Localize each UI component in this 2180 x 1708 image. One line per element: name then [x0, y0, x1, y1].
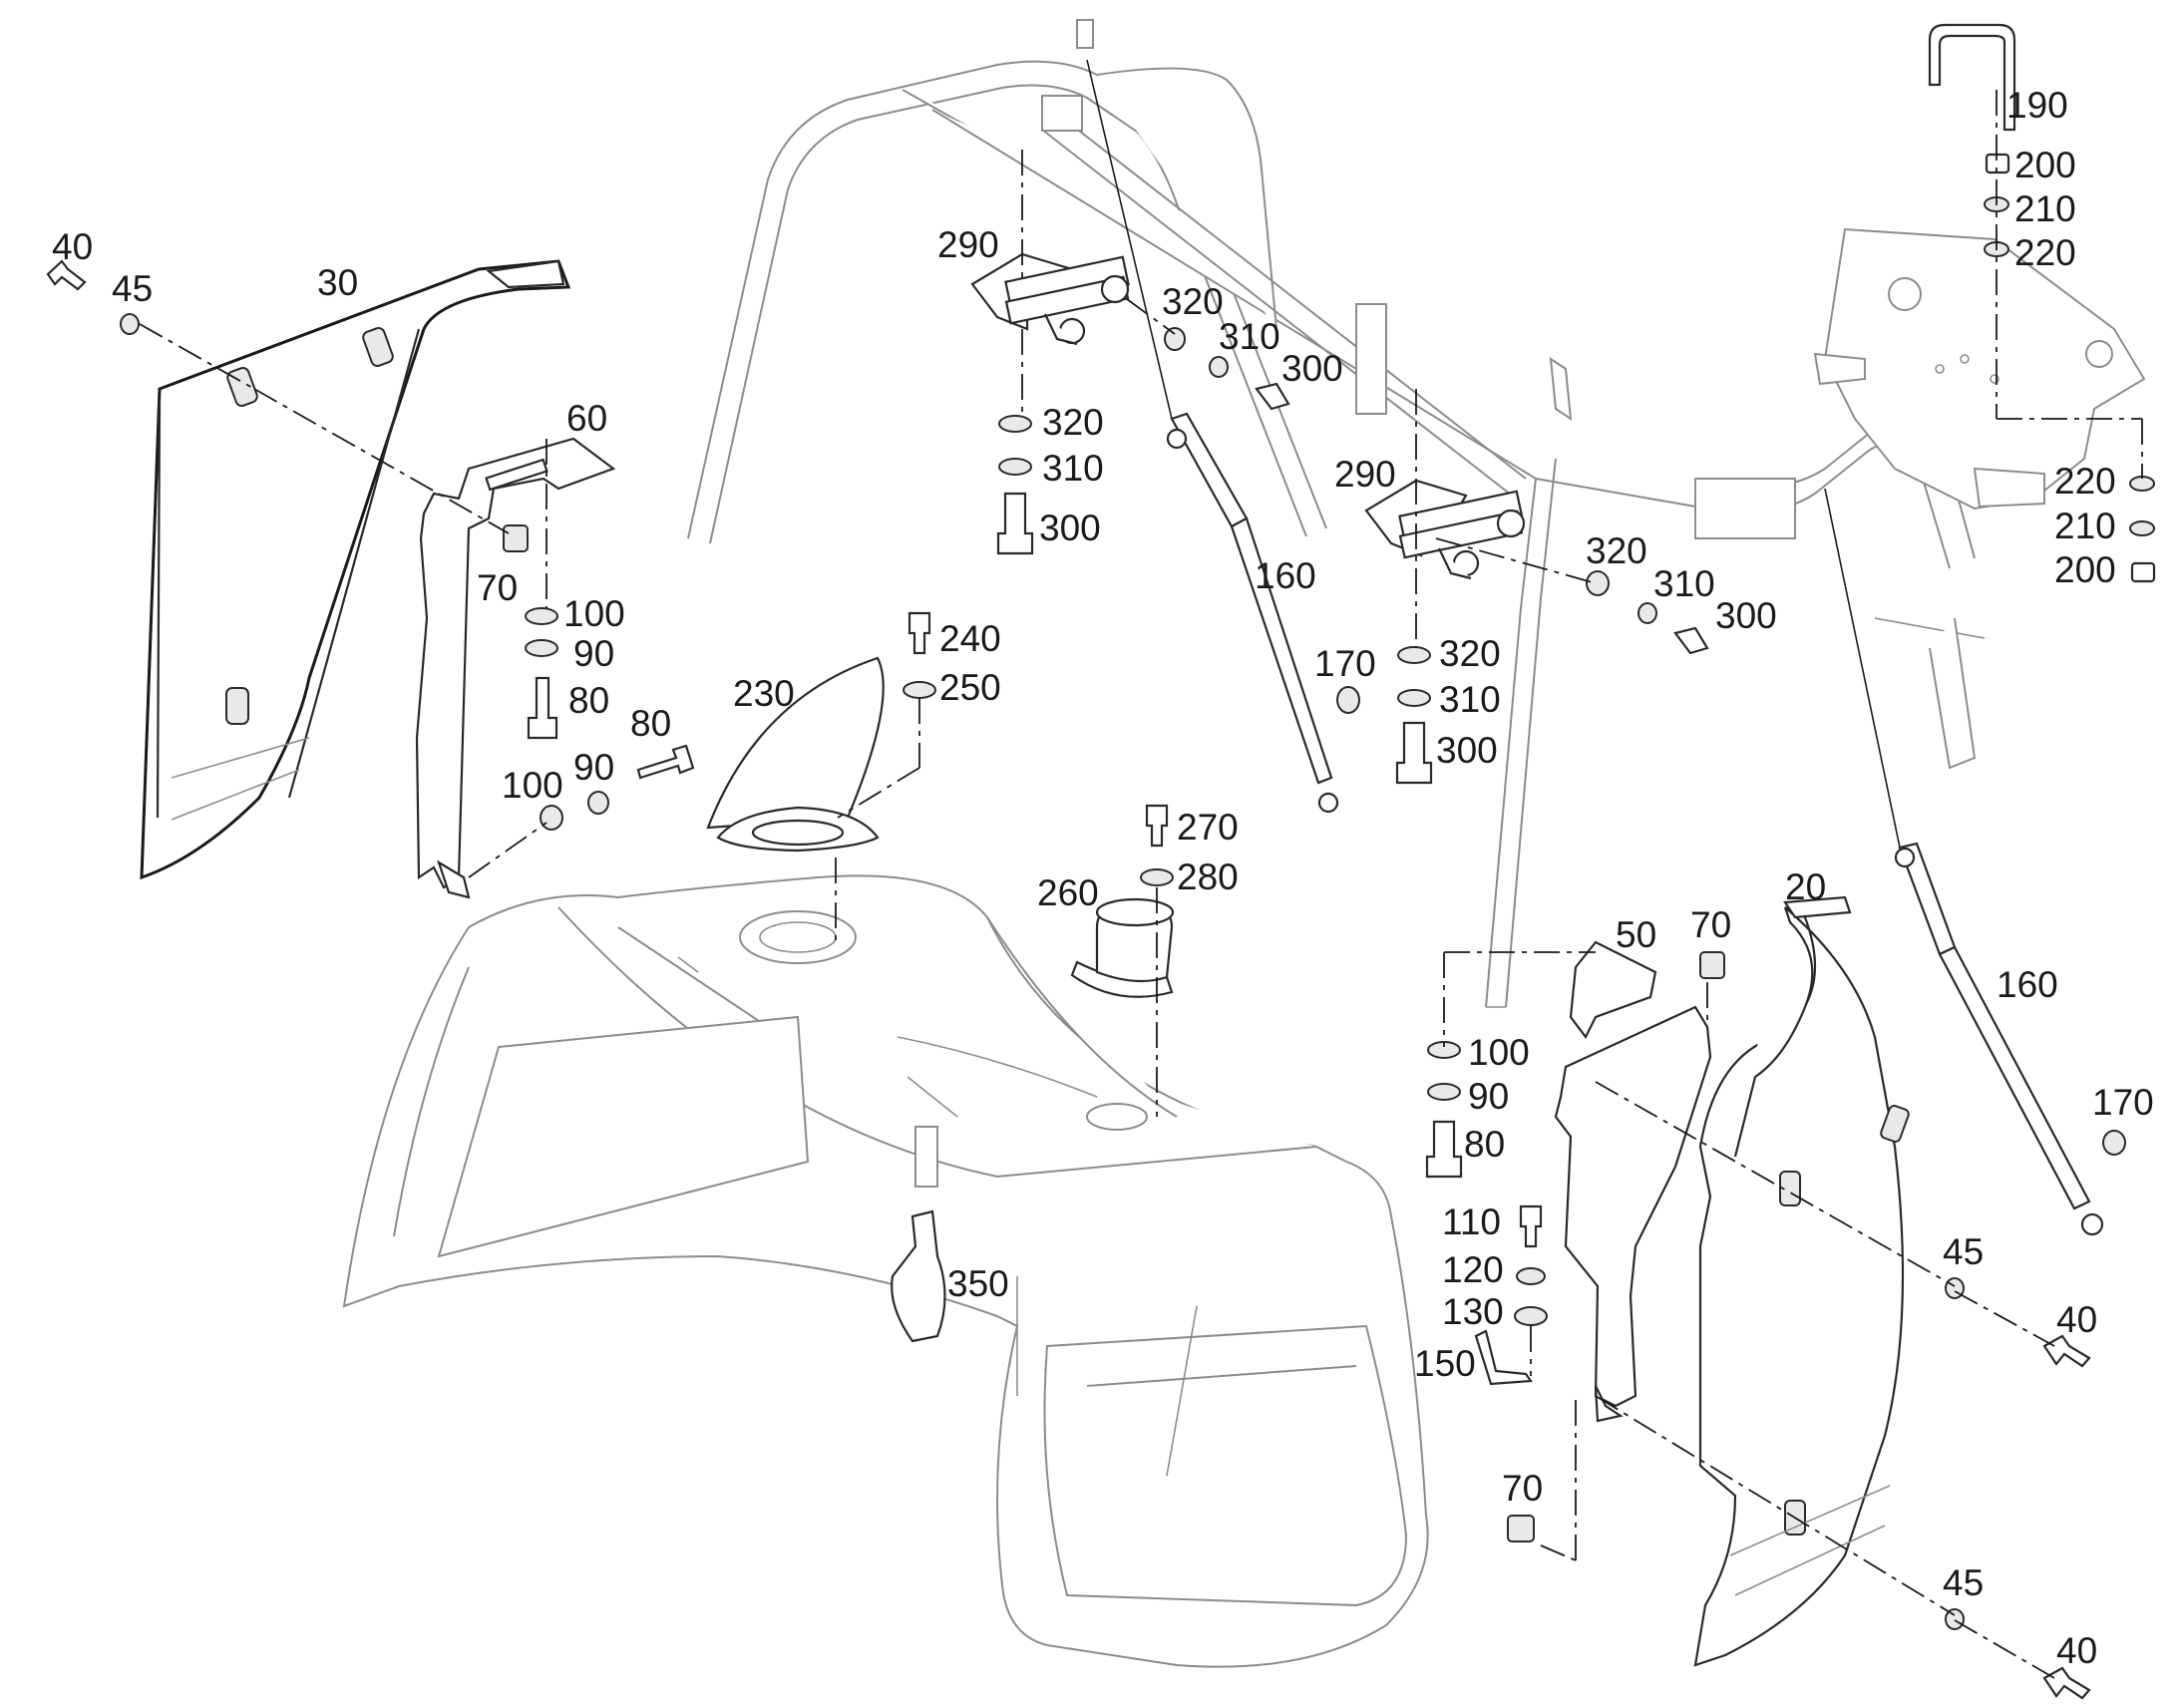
leader-lines [139, 90, 2143, 1679]
label-45: 45 [1943, 1562, 1984, 1603]
label-270: 270 [1177, 807, 1239, 848]
label-320: 320 [1439, 633, 1501, 674]
label-50: 50 [1616, 914, 1656, 955]
roll-bar-frame [687, 19, 1986, 1008]
left-side-panel [140, 259, 571, 880]
label-190: 190 [2006, 85, 2068, 126]
label-300: 300 [1436, 730, 1498, 771]
cover-260 [1070, 897, 1175, 998]
label-220: 220 [2014, 232, 2076, 273]
gas-strut-160-left [1086, 59, 1339, 814]
label-220: 220 [2054, 461, 2116, 502]
label-300: 300 [1039, 508, 1101, 548]
label-300: 300 [1281, 348, 1343, 389]
label-45: 45 [1943, 1231, 1984, 1272]
label-170: 170 [1314, 643, 1376, 684]
label-100: 100 [563, 593, 625, 634]
label-70: 70 [1502, 1468, 1543, 1509]
label-200: 200 [2014, 145, 2076, 185]
label-200: 200 [2054, 549, 2116, 590]
label-310: 310 [1042, 448, 1104, 489]
label-250: 250 [939, 667, 1001, 708]
label-80: 80 [1464, 1124, 1505, 1165]
right-side-panel [1693, 895, 1910, 1667]
bracket-60 [415, 437, 616, 899]
mounting-plate [1813, 227, 2146, 511]
label-20: 20 [1785, 866, 1826, 907]
label-260: 260 [1037, 872, 1099, 913]
label-210: 210 [2014, 188, 2076, 229]
label-110: 110 [1442, 1201, 1501, 1242]
label-40: 40 [2056, 1630, 2097, 1671]
label-310: 310 [1439, 679, 1501, 720]
label-320: 320 [1042, 402, 1104, 443]
label-90: 90 [1468, 1076, 1509, 1117]
label-120: 120 [1442, 1249, 1504, 1290]
label-230: 230 [733, 673, 795, 714]
hinge-290-lower [1364, 479, 1526, 580]
label-45: 45 [112, 268, 153, 309]
label-80: 80 [568, 680, 609, 721]
label-150: 150 [1414, 1343, 1476, 1384]
label-240: 240 [939, 618, 1001, 659]
label-280: 280 [1177, 856, 1239, 897]
label-290: 290 [937, 224, 999, 265]
label-40: 40 [2056, 1299, 2097, 1340]
clip-150 [1474, 1329, 1534, 1386]
label-310: 310 [1653, 563, 1715, 604]
label-300: 300 [1715, 595, 1777, 636]
clip-350 [891, 1209, 946, 1343]
label-170: 170 [2092, 1082, 2154, 1123]
label-70: 70 [477, 567, 518, 608]
label-290: 290 [1334, 454, 1396, 495]
label-320: 320 [1586, 530, 1647, 571]
cab-roof [342, 874, 1429, 1668]
label-320: 320 [1162, 281, 1224, 322]
label-160: 160 [1255, 555, 1316, 596]
part-labels: 190 200 210 220 220 210 200 290 320 310 … [52, 85, 2154, 1671]
bracket-50 [1554, 940, 1712, 1423]
label-130: 130 [1442, 1291, 1504, 1332]
air-duct-230 [706, 656, 885, 853]
gas-strut-160-right [1824, 488, 2104, 1236]
label-210: 210 [2054, 506, 2116, 546]
label-160: 160 [1997, 964, 2058, 1005]
label-350: 350 [947, 1263, 1009, 1304]
label-100: 100 [502, 765, 563, 806]
label-60: 60 [566, 398, 607, 439]
label-40: 40 [52, 226, 93, 267]
label-90: 90 [573, 747, 614, 788]
label-310: 310 [1219, 316, 1280, 357]
hardware [46, 153, 2156, 1700]
label-80: 80 [630, 703, 671, 744]
label-70: 70 [1690, 904, 1731, 945]
label-30: 30 [317, 262, 358, 303]
label-100: 100 [1468, 1032, 1530, 1073]
hinge-290-upper [970, 252, 1130, 346]
label-90: 90 [573, 633, 614, 674]
u-bolt-190 [1928, 23, 2016, 132]
